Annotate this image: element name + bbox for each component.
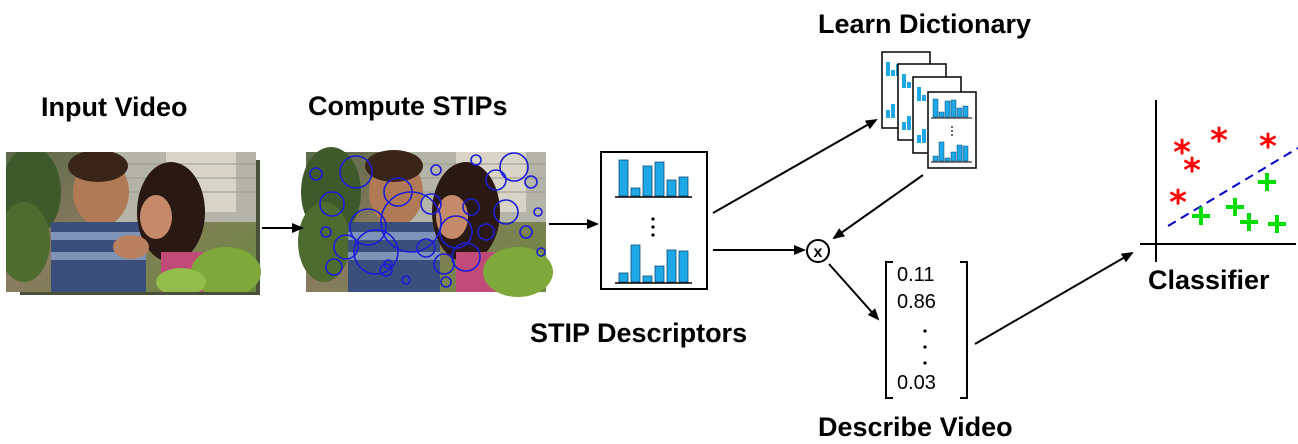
decision-boundary	[1167, 147, 1298, 227]
svg-text:*: *	[1183, 151, 1201, 191]
describe-video-title: Describe Video	[818, 412, 1013, 442]
pipeline-arrows	[262, 119, 1134, 345]
multiply-operator: x	[806, 239, 830, 263]
classifier-plot: * * * * *	[1140, 100, 1298, 262]
class-b-pluses	[1192, 173, 1286, 233]
vector-value-last: 0.03	[897, 372, 936, 394]
vector-value-1: 0.11	[897, 264, 935, 286]
stip-video-frame	[298, 147, 553, 297]
descriptor-histogram-top	[618, 159, 689, 197]
input-video-stack	[6, 152, 261, 295]
descriptor-dots	[651, 217, 655, 237]
vector-dots	[923, 329, 927, 365]
svg-text:*: *	[1173, 133, 1191, 173]
dictionary-card-4	[927, 91, 977, 169]
svg-text:*: *	[1210, 121, 1228, 161]
class-a-stars: * * * * *	[1169, 121, 1277, 223]
dictionary-stack	[881, 51, 977, 169]
svg-text:*: *	[1259, 127, 1277, 167]
vector-value-2: 0.86	[897, 291, 936, 313]
input-video-frame	[6, 152, 261, 292]
multiply-symbol: x	[814, 244, 823, 261]
vector-brackets	[885, 261, 968, 399]
input-video-title: Input Video	[41, 92, 188, 122]
stip-descriptor-box	[600, 151, 708, 290]
descriptor-histogram-bottom	[618, 244, 689, 283]
classifier-title: Classifier	[1148, 265, 1270, 295]
svg-text:*: *	[1169, 183, 1187, 223]
video-descriptor-vector: 0.11 0.86 0.03	[886, 262, 966, 398]
compute-stips-title: Compute STIPs	[308, 91, 508, 121]
stip-interest-points	[309, 152, 546, 288]
learn-dictionary-title: Learn Dictionary	[818, 9, 1032, 39]
stip-descriptors-title: STIP Descriptors	[530, 318, 748, 348]
